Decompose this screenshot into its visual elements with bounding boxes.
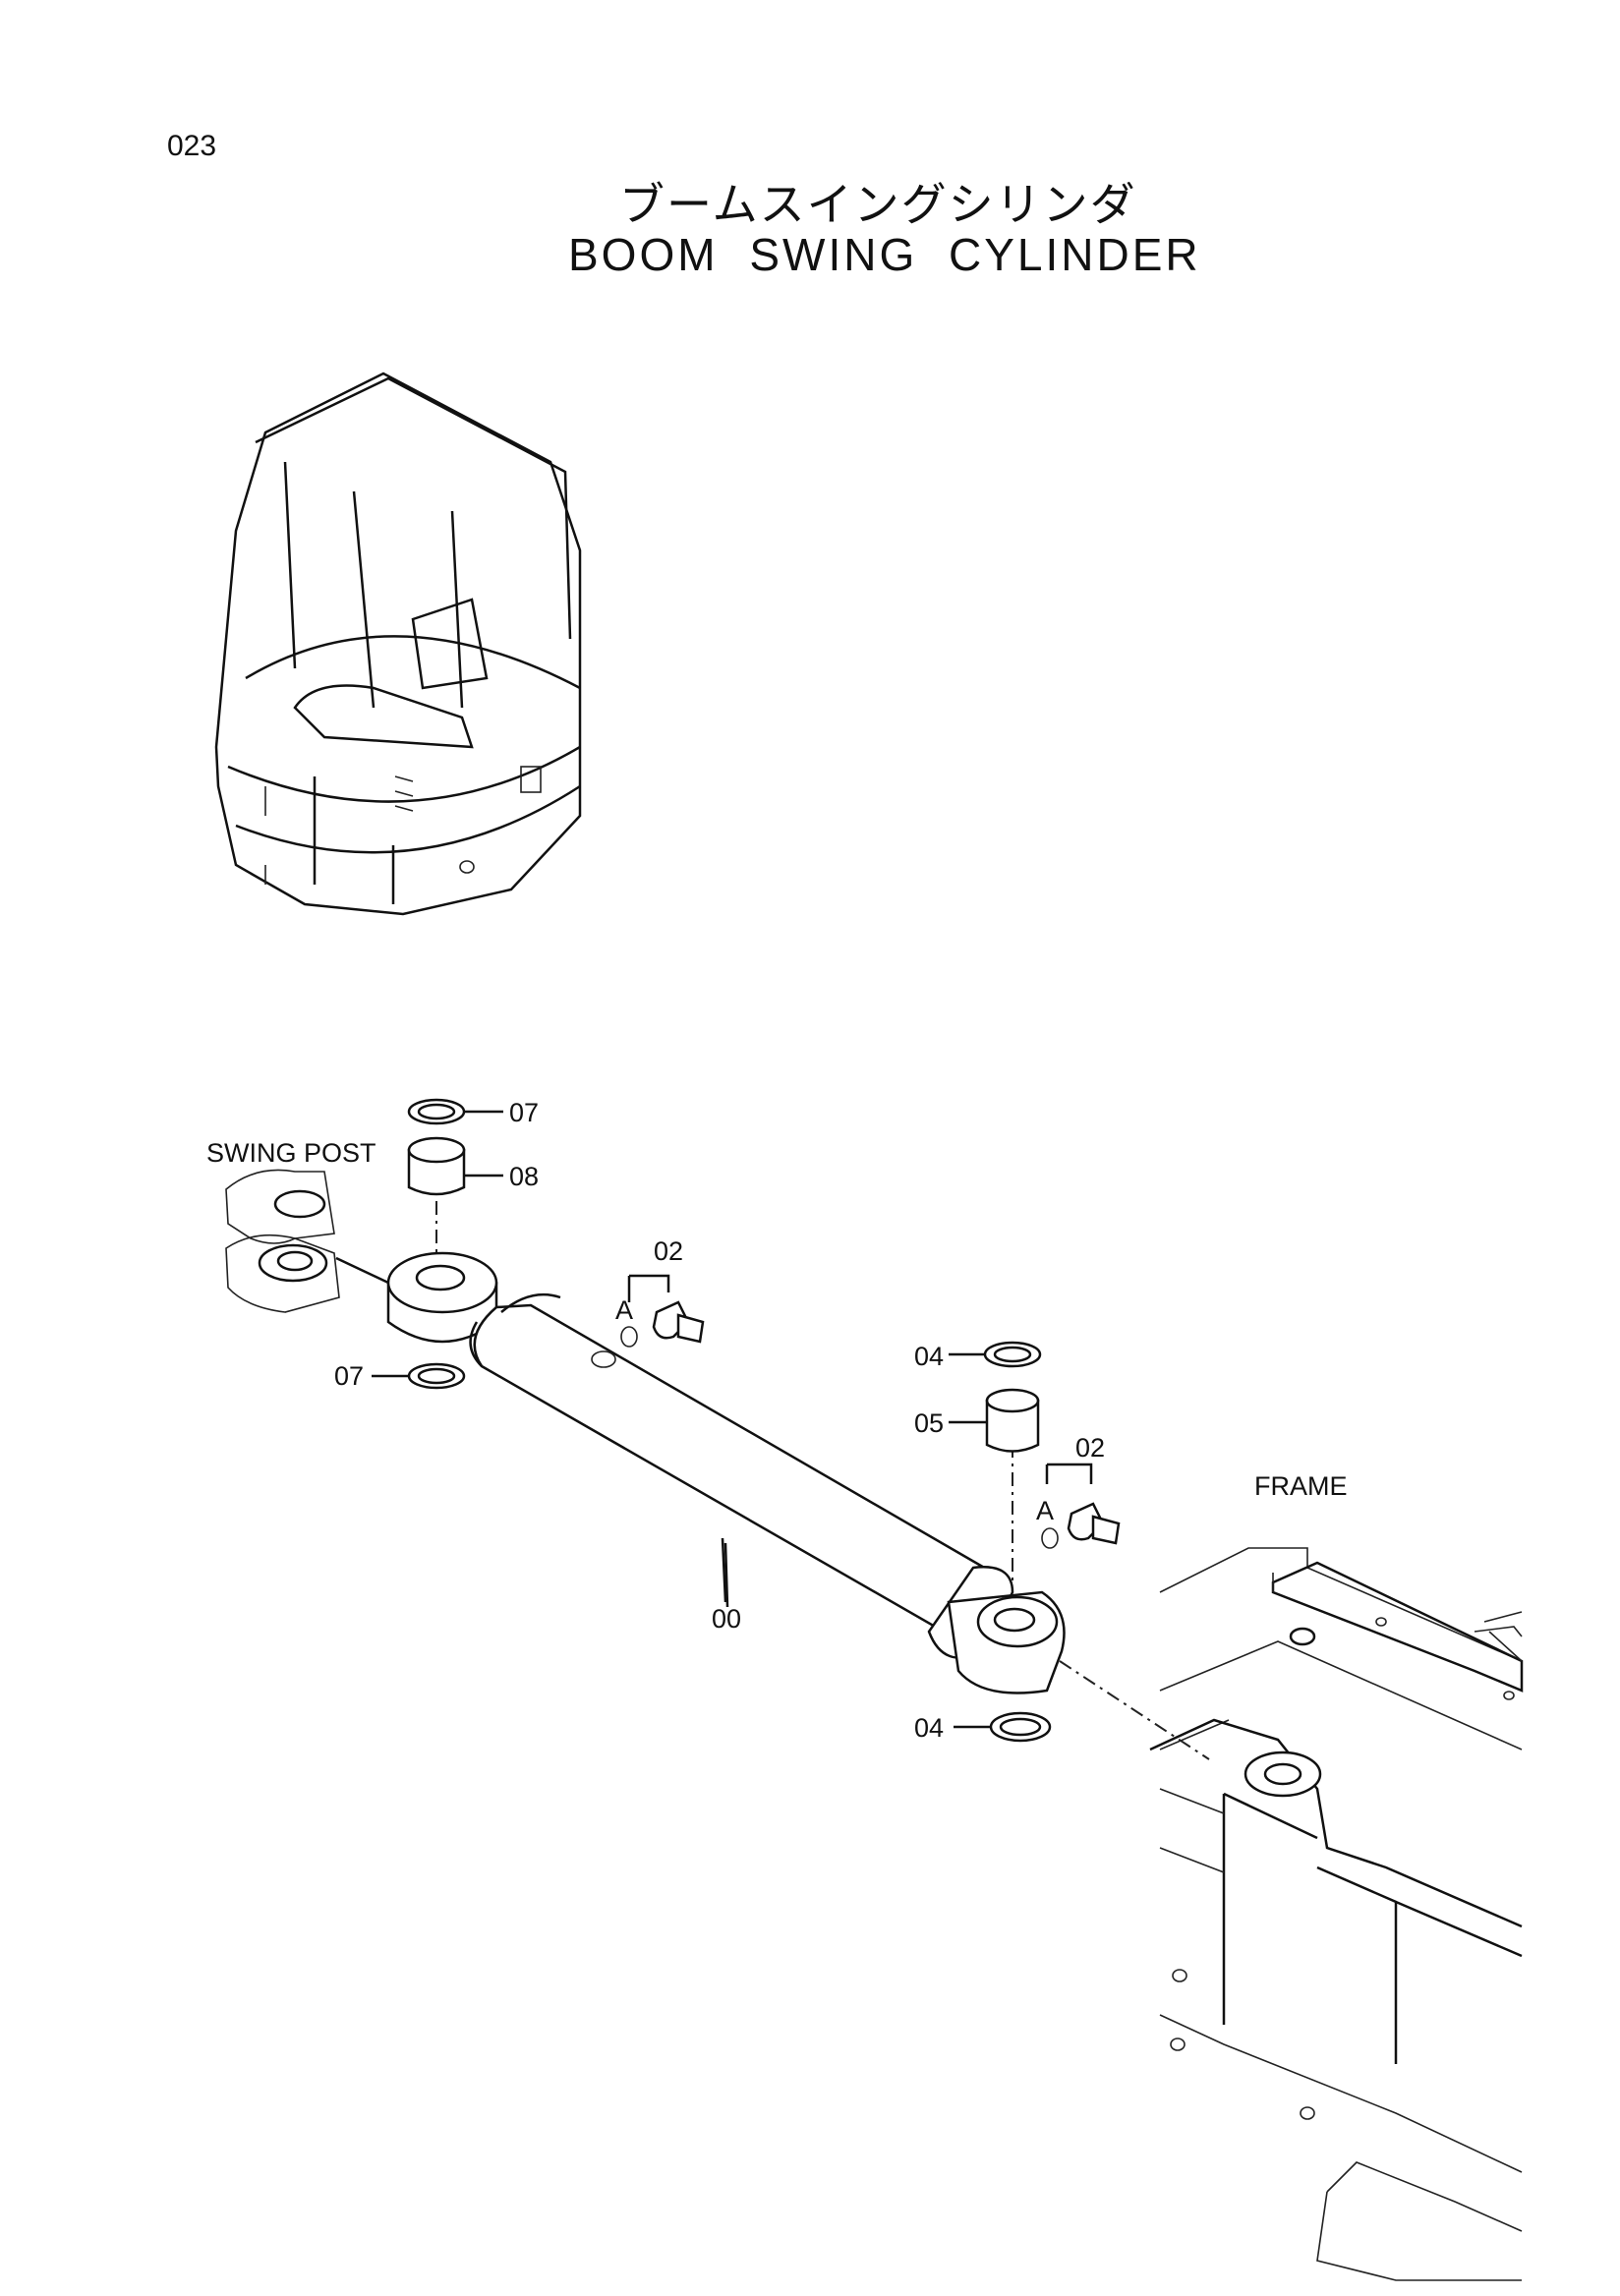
cab-overview-illustration bbox=[214, 372, 582, 916]
cylinder-base-eye bbox=[372, 1251, 498, 1390]
frame-illustration bbox=[1149, 1547, 1524, 2281]
part-05-label: 05 bbox=[914, 1408, 945, 1438]
elbow-fitting-02-right bbox=[1041, 1463, 1121, 1549]
bushing-08-seal-07-top bbox=[407, 1098, 503, 1253]
frame-label: FRAME bbox=[1254, 1471, 1348, 1501]
part-a-right-label: A bbox=[1036, 1496, 1055, 1525]
swing-post-label: SWING POST bbox=[206, 1138, 376, 1168]
elbow-fitting-02-left bbox=[620, 1274, 705, 1348]
swing-post-illustration bbox=[225, 1169, 389, 1313]
part-00-label: 00 bbox=[712, 1604, 742, 1634]
page-title-english: BOOM SWING CYLINDER bbox=[568, 229, 1201, 280]
part-04-bottom-label: 04 bbox=[914, 1713, 945, 1743]
part-04-top-label: 04 bbox=[914, 1342, 945, 1371]
page-number: 023 bbox=[167, 130, 217, 162]
part-a-left-label: A bbox=[615, 1295, 634, 1325]
part-02-left-label: 02 bbox=[654, 1236, 684, 1266]
part-02-right-label: 02 bbox=[1075, 1433, 1106, 1463]
cylinder-tube-00 bbox=[469, 1292, 1066, 1694]
part-07-bottom-label: 07 bbox=[334, 1361, 365, 1391]
part-00-leader bbox=[721, 1537, 727, 1603]
part-08-label: 08 bbox=[509, 1162, 540, 1191]
page-title-japanese: ブームスイングシリンダ bbox=[619, 178, 1137, 231]
part-07-top-label: 07 bbox=[509, 1098, 540, 1127]
bushing-05-seal-04 bbox=[949, 1341, 1210, 1760]
